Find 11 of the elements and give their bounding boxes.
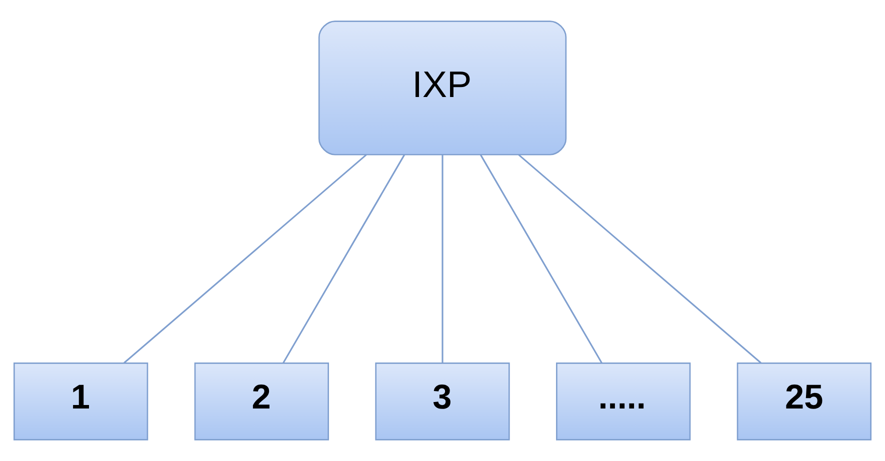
connector xyxy=(480,154,602,364)
node-box: IXP xyxy=(318,20,567,156)
connector xyxy=(442,154,444,363)
node-box: ..... xyxy=(556,362,691,440)
node-box: 3 xyxy=(375,362,510,440)
connector xyxy=(124,154,367,364)
node-box: 2 xyxy=(194,362,329,440)
connector xyxy=(282,154,406,364)
node-box: 1 xyxy=(14,362,148,440)
node-box: 25 xyxy=(736,362,872,440)
connector xyxy=(518,154,762,364)
